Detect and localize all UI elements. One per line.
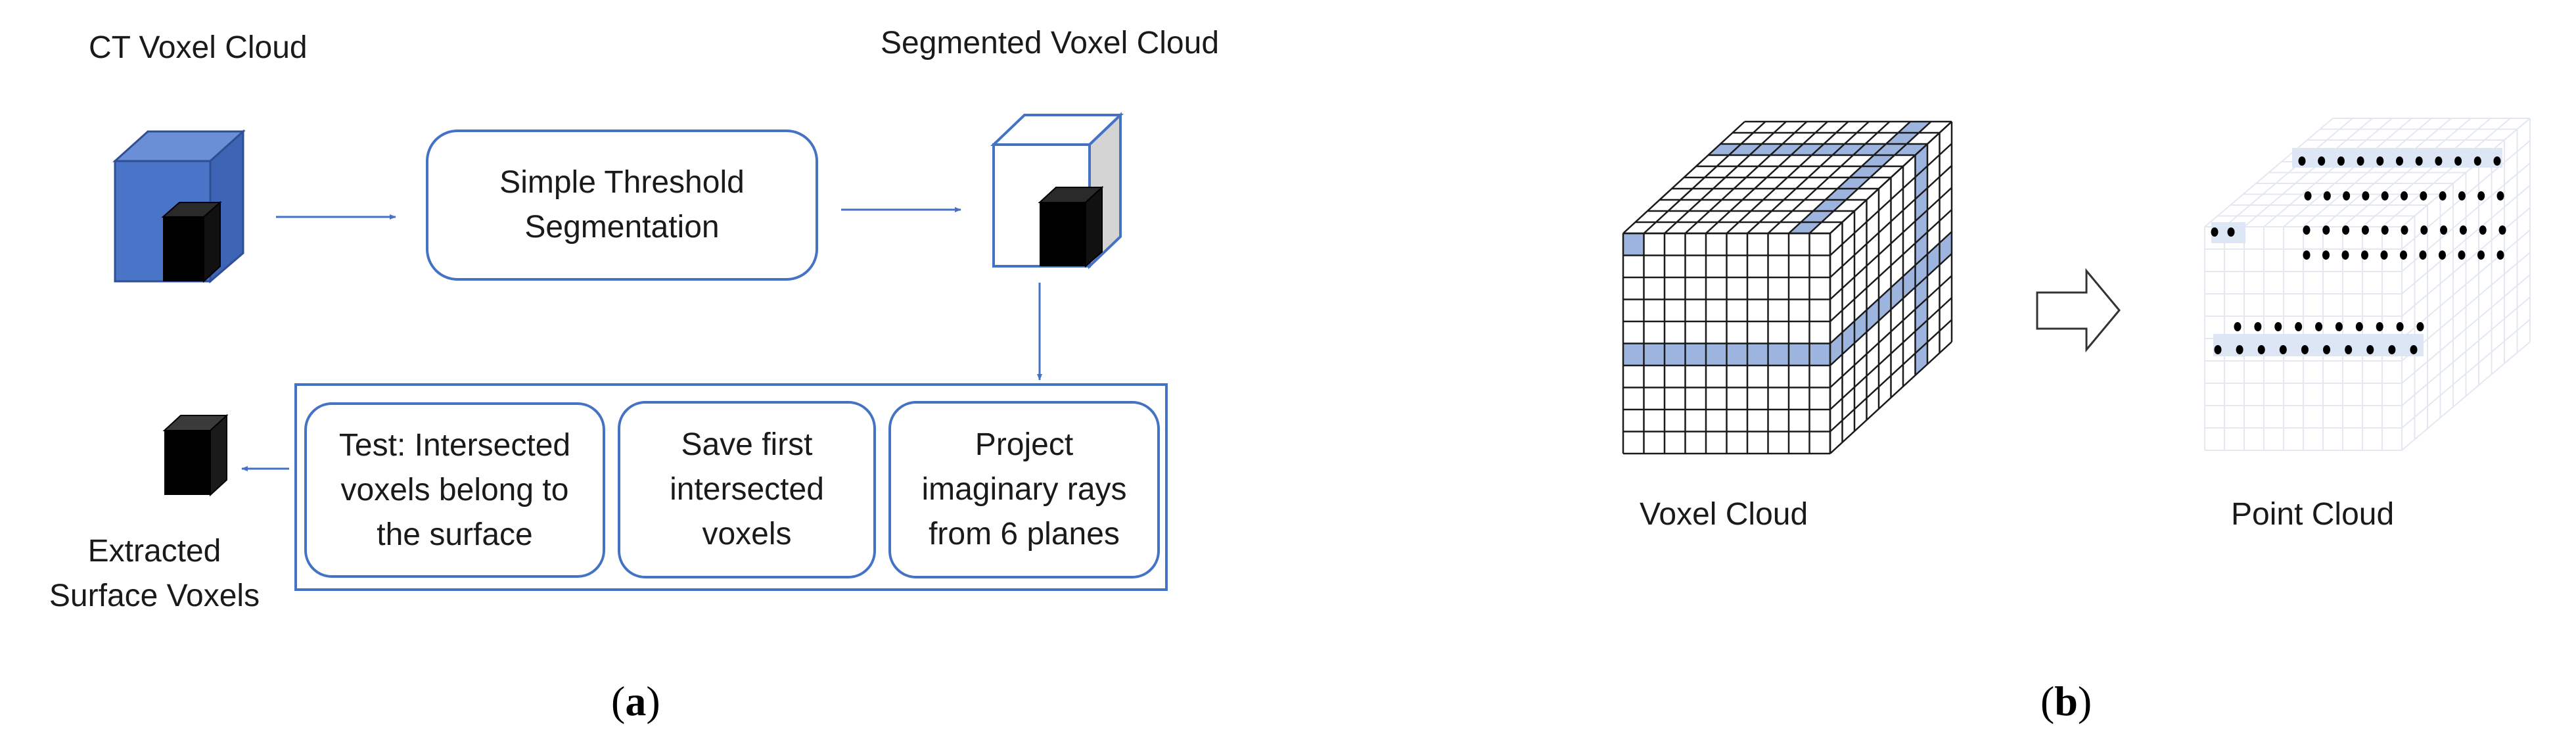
- ct-voxel-cloud-label: CT Voxel Cloud: [89, 30, 308, 65]
- caption-a-letter: a: [625, 678, 647, 724]
- save-line-3: voxels: [702, 517, 792, 552]
- save-line-1: Save first: [681, 427, 813, 462]
- caption-a: (a): [611, 678, 660, 724]
- test-intersected-box: Test: Intersected voxels belong to the s…: [304, 402, 605, 578]
- caption-b-letter: b: [2054, 678, 2078, 724]
- extracted-surface-label: Extracted Surface Voxels: [39, 529, 269, 619]
- segmented-voxel-cube-icon: [990, 112, 1124, 270]
- test-line-2: voxels belong to: [340, 472, 569, 507]
- voxel-grid-cube-icon: [1622, 120, 1953, 455]
- extracted-voxel-cube-icon: [162, 413, 229, 497]
- threshold-segmentation-box: Simple Threshold Segmentation: [426, 129, 818, 281]
- point-cloud-icon: [2204, 118, 2531, 451]
- project-rays-box: Project imaginary rays from 6 planes: [888, 401, 1160, 578]
- project-line-1: Project: [975, 427, 1074, 462]
- extracted-line-2: Surface Voxels: [49, 578, 260, 613]
- project-line-2: imaginary rays: [921, 472, 1127, 507]
- project-line-3: from 6 planes: [929, 517, 1120, 552]
- processing-frame: [294, 383, 1168, 591]
- threshold-line-1: Simple Threshold: [499, 165, 745, 200]
- point-cloud-label: Point Cloud: [2231, 497, 2395, 532]
- save-line-2: intersected: [670, 472, 824, 507]
- caption-b: (b): [2040, 678, 2092, 724]
- save-first-box: Save first intersected voxels: [618, 401, 876, 578]
- hollow-right-arrow-icon: [2036, 268, 2121, 353]
- extracted-line-1: Extracted: [87, 534, 221, 569]
- voxel-cloud-label: Voxel Cloud: [1640, 497, 1808, 532]
- test-line-1: Test: Intersected: [338, 427, 571, 463]
- ct-voxel-cube-icon: [112, 129, 246, 284]
- segmented-voxel-cloud-label: Segmented Voxel Cloud: [881, 26, 1220, 60]
- test-line-3: the surface: [377, 517, 533, 552]
- threshold-line-2: Segmentation: [524, 210, 720, 245]
